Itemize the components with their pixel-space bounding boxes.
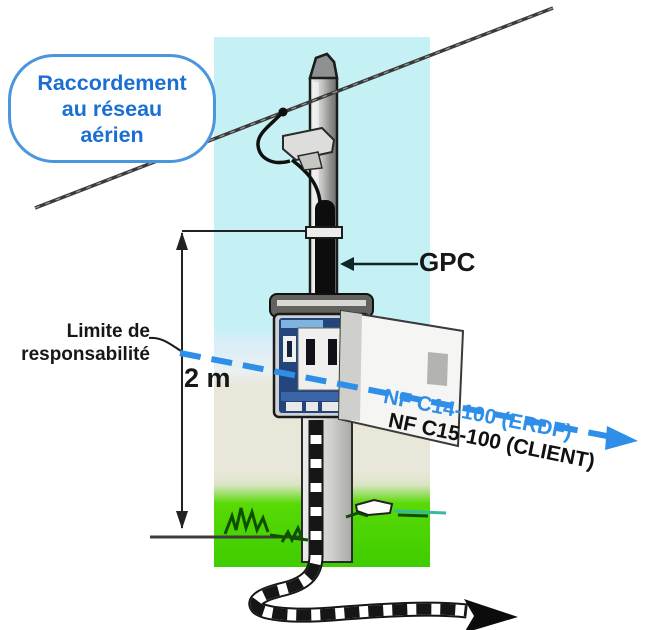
limit-label-line-1: Limite de xyxy=(66,321,150,342)
box-door-open xyxy=(337,309,465,448)
responsibility-limit-label: Limite de responsabilité xyxy=(0,320,150,366)
height-dimension-label: 2 m xyxy=(184,363,231,393)
service-drop-cable xyxy=(256,107,322,203)
stone-shadow xyxy=(393,509,447,515)
conduit-arrowhead xyxy=(464,599,518,630)
anchor-bracket xyxy=(282,126,336,171)
bubble-line-1: Raccordement xyxy=(37,70,187,95)
responsibility-boundary-line xyxy=(148,336,638,450)
gpc-label: GPC xyxy=(419,247,476,277)
limit-label-line-2: responsabilité xyxy=(21,344,150,365)
bubble-line-2: au réseau xyxy=(61,96,163,121)
underground-conduit xyxy=(248,420,518,630)
gpc-arrow xyxy=(340,257,418,271)
stone xyxy=(354,498,394,517)
pole-cable-sleeve xyxy=(315,200,335,304)
bubble-line-3: aérien xyxy=(80,122,144,147)
aerial-network-wire xyxy=(34,6,554,210)
pole-clamp-collar xyxy=(305,226,343,239)
grass-tufts xyxy=(223,507,429,544)
callout-bubble: Raccordement au réseau aérien xyxy=(8,54,216,163)
